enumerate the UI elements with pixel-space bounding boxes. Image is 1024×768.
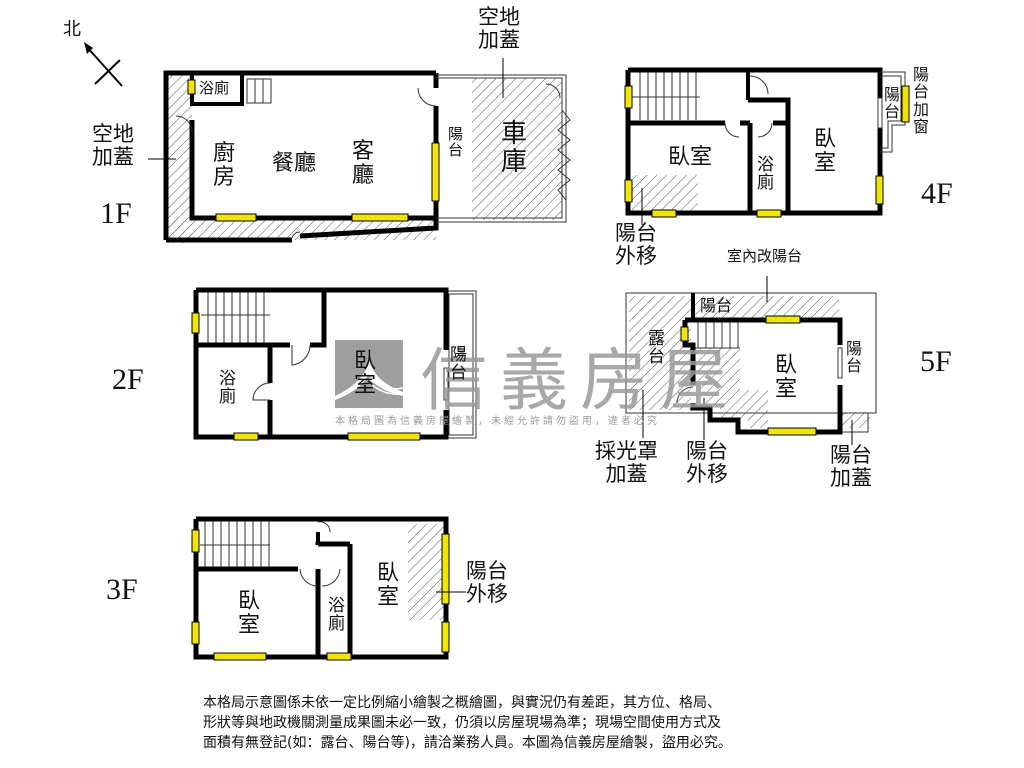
- room-4f-bathroom: 浴 廁: [757, 155, 774, 194]
- floor-label-3f: 3F: [106, 573, 138, 606]
- compass-north-label: 北: [63, 19, 81, 40]
- room-4f-balcony: 陽 台: [884, 85, 901, 122]
- room-1f-dining: 餐廳: [272, 151, 317, 176]
- room-1f-kitchen: 廚 房: [213, 141, 236, 190]
- note-5f-indoor-to-balcony: 室內改陽台: [727, 247, 803, 265]
- north-arrow-icon: [84, 42, 123, 87]
- room-5f-bedroom: 臥 室: [775, 353, 798, 402]
- floor-label-2f: 2F: [112, 363, 144, 396]
- note-5f-balcony-addition: 陽台 加蓋: [830, 443, 872, 490]
- room-5f-balcony-right: 陽 台: [846, 339, 863, 376]
- room-3f-bedroom-left: 臥 室: [238, 589, 261, 638]
- room-2f-bathroom: 浴 廁: [219, 369, 236, 408]
- note-1f-top-addition: 空地 加蓋: [478, 5, 520, 52]
- room-1f-garage: 車 庫: [501, 119, 528, 178]
- note-4f-balcony-moved: 陽台 外移: [615, 221, 657, 268]
- disclaimer-line: 本格局示意圖係未依一定比例縮小繪製之概繪圖，與實況仍有差距，其方位、格局、: [203, 695, 721, 711]
- floor-5f-plan: [625, 276, 877, 445]
- brand-logo-watermark: [335, 340, 403, 408]
- note-3f-balcony-moved: 陽台 外移: [466, 559, 508, 606]
- floor-label-5f: 5F: [920, 345, 952, 378]
- disclaimer-line: 形狀等與地政機關測量成果圖未必一致，仍須以房屋現場為準；現場空間使用方式及: [203, 715, 721, 731]
- room-4f-bedroom-right: 臥 室: [814, 127, 837, 176]
- floor-2f-plan: [191, 287, 477, 441]
- note-5f-balcony-moved: 陽台 外移: [686, 439, 728, 486]
- floor-label-1f: 1F: [100, 197, 132, 230]
- copyright-watermark-notice: 本格局圖為信義房屋繪製，未經允許請勿盜用，違者必究: [335, 416, 660, 427]
- room-3f-bathroom: 浴 廁: [328, 596, 345, 635]
- note-4f-balcony-window: 陽 台 加 窗: [913, 65, 930, 136]
- room-2f-balcony: 陽 台: [450, 345, 467, 384]
- floor-4f-plan: [624, 67, 910, 225]
- floor-label-4f: 4F: [921, 177, 953, 210]
- floor-1f-plan: [148, 58, 571, 243]
- room-1f-bathroom: 浴廁: [199, 79, 230, 97]
- room-4f-bedroom-left: 臥室: [668, 145, 713, 170]
- floor-3f-plan: [191, 516, 466, 661]
- room-3f-bedroom-right: 臥 室: [377, 561, 400, 610]
- room-5f-balcony-top: 陽台: [700, 296, 733, 315]
- room-1f-living: 客 廳: [352, 139, 375, 188]
- note-5f-skylight-addition: 採光罩 加蓋: [595, 439, 658, 486]
- brand-watermark-text: 信義房屋: [420, 342, 741, 421]
- note-1f-left-addition: 空地 加蓋: [92, 122, 134, 169]
- room-2f-bedroom: 臥 室: [354, 349, 377, 398]
- room-1f-balcony: 陽 台: [448, 125, 464, 160]
- disclaimer-line: 面積有無登記(如：露台、陽台等)，請洽業務人員。本圖為信義房屋繪製，盜用必究。: [203, 735, 732, 751]
- room-5f-terrace: 露 台: [648, 329, 665, 368]
- disclaimer-text: 本格局示意圖係未依一定比例縮小繪製之概繪圖，與實況仍有差距，其方位、格局、 形狀…: [203, 693, 853, 753]
